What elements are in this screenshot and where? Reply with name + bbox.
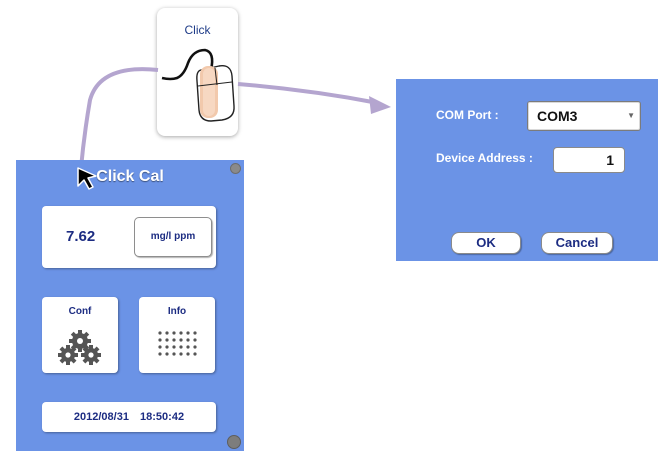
dot-grid-icon [158, 331, 197, 356]
resize-dot-icon[interactable] [227, 435, 241, 449]
reading-display: 7.62 mg/l ppm [42, 206, 216, 268]
panel-title: Click Cal [96, 168, 164, 185]
com-port-value: COM3 [537, 108, 578, 124]
mouse-click-icon [161, 48, 235, 122]
date-value: 2012/08/31 [73, 411, 129, 423]
datetime-display: 2012/08/31 18:50:42 [42, 402, 216, 432]
time-value: 18:50:42 [140, 411, 185, 423]
click-cal-panel: Click Cal 7.62 mg/l ppm Conf [16, 160, 244, 451]
cancel-button[interactable]: Cancel [541, 232, 613, 254]
info-button[interactable]: Info [139, 297, 215, 373]
ok-button[interactable]: OK [451, 232, 521, 254]
conf-button[interactable]: Conf [42, 297, 118, 373]
device-address-value: 1 [606, 152, 614, 168]
click-hint-card: Click [157, 8, 238, 136]
reading-value: 7.62 [66, 228, 96, 245]
conf-label: Conf [68, 306, 92, 317]
com-port-label: COM Port : [436, 108, 499, 122]
info-label: Info [167, 306, 187, 317]
chevron-down-icon: ▼ [627, 111, 635, 120]
device-address-input[interactable]: 1 [553, 147, 625, 173]
datetime-text: 2012/08/31 18:50:42 [42, 411, 216, 423]
com-port-select[interactable]: COM3 ▼ [527, 101, 641, 131]
close-dot-icon[interactable] [230, 163, 241, 174]
com-settings-dialog: COM Port : COM3 ▼ Device Address : 1 OK … [396, 79, 658, 261]
gears-icon [58, 330, 101, 365]
device-address-label: Device Address : [436, 151, 533, 165]
mouse-pointer-icon [77, 167, 97, 190]
click-hint-label: Click [184, 23, 211, 37]
unit-button[interactable]: mg/l ppm [134, 217, 212, 257]
